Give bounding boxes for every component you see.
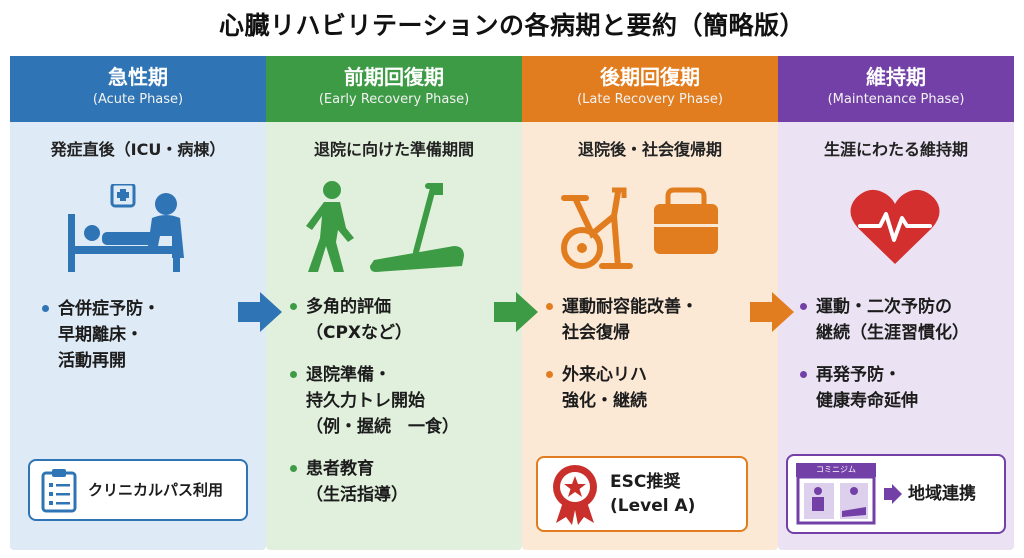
bullet-item: 運動・二次予防の 継続（生涯習慣化） [798,294,1012,346]
community-collaboration-box: コミニジム 地域連携 [786,454,1006,534]
phase-bullets: 合併症予防・ 早期離床・ 活動再開 [40,296,250,374]
phase-subtitle: 退院後・社会復帰期 [577,140,722,159]
phase-maintenance: 維持期 (Maintenance Phase) 生涯にわたる維持期 運動・二次予… [778,56,1014,550]
box-label: ESC推奨 (Level A) [610,472,696,516]
phase-late-recovery: 後期回復期 (Late Recovery Phase) 退院後・社会復帰期 運動… [522,56,796,550]
community-center-icon: コミニジム [796,463,876,525]
phase-english-title: (Maintenance Phase) [827,92,965,107]
arrow-right-icon [884,484,902,504]
phase-bullets: 運動耐容能改善・ 社会復帰 外来心リハ 強化・継続 [544,294,770,414]
phase-bullets: 運動・二次予防の 継続（生涯習慣化） 再発予防・ 健康寿命延伸 [798,294,1012,414]
clipboard-icon [41,469,77,513]
bullet-item: 退院準備・ 持久力トレ開始 （例・握続 一食） [288,362,514,440]
page-title: 心臓リハビリテーションの各病期と要約（簡略版） [218,11,805,40]
phase-bullets: 多角的評価 （CPXなど） 退院準備・ 持久力トレ開始 （例・握続 一食） 患者… [288,294,514,508]
heart-pulse-icon [850,189,940,264]
phase-title: 前期回復期 [344,65,444,89]
patient-bed-icon [68,184,184,272]
community-sign: コミニジム [796,463,876,477]
exercise-bike-briefcase-icon [561,187,718,269]
bullet-item: 運動耐容能改善・ 社会復帰 [544,294,770,346]
phase-english-title: (Late Recovery Phase) [577,92,723,107]
walking-treadmill-icon [306,181,464,272]
transition-arrow-icon [238,292,282,332]
award-ribbon-icon [553,465,597,525]
clinical-path-box: クリニカルパス利用 [28,459,248,521]
phase-english-title: (Acute Phase) [92,92,184,107]
phase-subtitle: 生涯にわたる維持期 [823,140,968,159]
box-label: 地域連携 [908,484,976,504]
phase-early-recovery: 前期回復期 (Early Recovery Phase) 退院に向けた準備期間 … [266,56,540,550]
phase-title: 維持期 [866,65,926,89]
phase-title: 後期回復期 [600,65,700,89]
box-label: クリニカルパス利用 [88,481,224,499]
phase-title: 急性期 [108,65,168,89]
phase-acute: 急性期 (Acute Phase) 発症直後（ICU・病棟） 合併症予防・ 早期… [10,56,284,550]
phase-english-title: (Early Recovery Phase) [318,92,470,107]
transition-arrow-icon [750,292,794,332]
phase-subtitle: 発症直後（ICU・病棟） [50,140,226,159]
bullet-item: 外来心リハ 強化・継続 [544,362,770,414]
phase-subtitle: 退院に向けた準備期間 [313,140,474,159]
bullet-item: 多角的評価 （CPXなど） [288,294,514,346]
transition-arrow-icon [494,292,538,332]
bullet-item: 合併症予防・ 早期離床・ 活動再開 [40,296,250,374]
esc-recommendation-box: ESC推奨 (Level A) [536,456,748,532]
bullet-item: 患者教育 （生活指導） [288,456,514,508]
bullet-item: 再発予防・ 健康寿命延伸 [798,362,1012,414]
